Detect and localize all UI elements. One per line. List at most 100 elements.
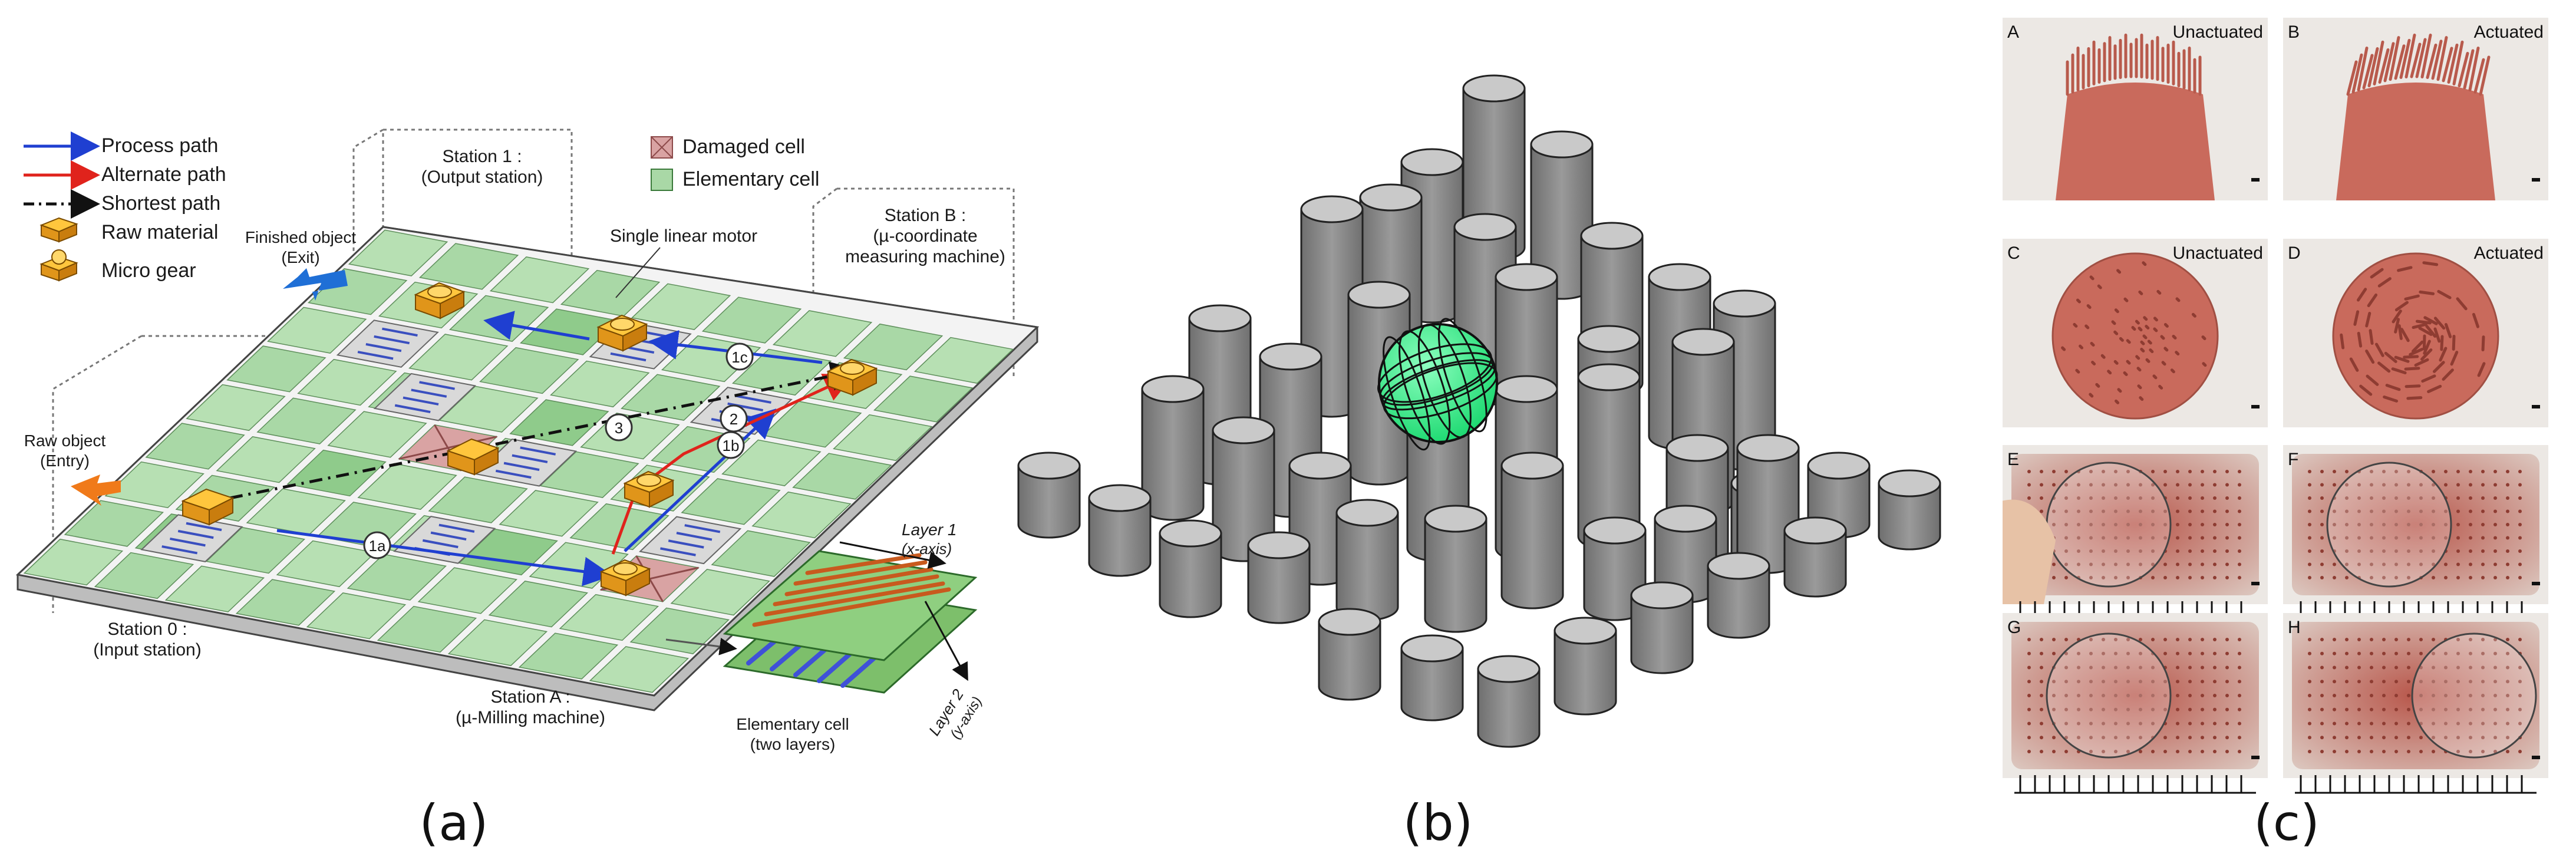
elementary-cell bbox=[256, 397, 357, 444]
elementary-cell bbox=[447, 619, 548, 666]
elementary-cell bbox=[297, 358, 397, 406]
path-marker-3: 3 bbox=[605, 413, 633, 441]
micro-gear-object bbox=[826, 358, 878, 396]
elementary-cell bbox=[267, 307, 367, 354]
station-a-subtitle: (µ-Milling machine) bbox=[456, 708, 605, 727]
elementary-cell bbox=[560, 269, 661, 317]
legend-elementary-label: Elementary cell bbox=[682, 168, 819, 190]
pillar bbox=[1088, 484, 1152, 577]
station-1-subtitle: (Output station) bbox=[421, 167, 543, 187]
station-0-subtitle: (Input station) bbox=[93, 640, 201, 660]
pillar bbox=[1212, 416, 1275, 562]
finished-object-sub: (Exit) bbox=[281, 248, 319, 266]
elementary-cell bbox=[843, 323, 944, 371]
svg-text:1a: 1a bbox=[369, 537, 386, 555]
pillar bbox=[1553, 617, 1617, 716]
elementary-cell bbox=[670, 569, 770, 616]
elementary-cell bbox=[762, 401, 862, 448]
panel-a: 1a 1b 1c 2 3 bbox=[15, 128, 1040, 852]
elementary-cell bbox=[772, 310, 873, 357]
elementary-cell bbox=[357, 463, 457, 510]
elementary-cell bbox=[589, 646, 690, 693]
station-b-line2: (µ-coordinate bbox=[873, 226, 977, 246]
layer1-label: Layer 1 bbox=[902, 520, 956, 539]
elementary-cell bbox=[873, 375, 974, 423]
elementary-cell bbox=[377, 605, 477, 653]
station-1-title: Station 1 : bbox=[442, 147, 522, 166]
elementary-cell bbox=[569, 503, 669, 551]
elementary-cell bbox=[559, 594, 659, 641]
micro-gear-object bbox=[623, 470, 675, 508]
pillar bbox=[1654, 505, 1717, 604]
photo-letter: C bbox=[2007, 243, 2020, 263]
elementary-cell bbox=[550, 360, 650, 408]
pillar bbox=[1400, 634, 1464, 721]
pillar bbox=[1630, 581, 1694, 674]
photo-letter: G bbox=[2007, 618, 2021, 637]
panel-c-caption: (c) bbox=[2254, 794, 2320, 852]
pillar bbox=[1247, 531, 1311, 624]
elementary-cell-icon bbox=[651, 169, 673, 191]
elementary-cell bbox=[64, 500, 164, 547]
photo-state-label: Actuated bbox=[2474, 243, 2544, 263]
cell-inset-label: Elementary cell bbox=[736, 715, 849, 733]
photo-c: C Unactuated bbox=[2003, 239, 2268, 427]
motor-blocks bbox=[140, 319, 793, 565]
linear-motor-block bbox=[336, 319, 439, 368]
elementary-cell bbox=[701, 296, 802, 344]
panel-a-caption: (a) bbox=[419, 794, 488, 852]
photo-e: E bbox=[2003, 445, 2268, 620]
legend: Process path Alternate path Shortest pat… bbox=[24, 131, 819, 282]
panel-b bbox=[1017, 74, 1941, 748]
legend-alternate-label: Alternate path bbox=[101, 163, 226, 186]
legend-raw-label: Raw material bbox=[101, 221, 218, 243]
legend-shortest-label: Shortest path bbox=[101, 192, 220, 215]
elementary-cell bbox=[428, 476, 528, 523]
elementary-cell bbox=[792, 453, 892, 500]
elementary-cell bbox=[499, 490, 599, 537]
legend-gear-label: Micro gear bbox=[101, 259, 196, 282]
photo-letter: B bbox=[2288, 22, 2300, 42]
finished-object-label: Finished object bbox=[245, 228, 357, 246]
layer1-sub: (x-axis) bbox=[902, 540, 952, 558]
elementary-cell bbox=[23, 538, 124, 586]
linear-motor-block bbox=[474, 438, 578, 487]
path-marker-1c: 1c bbox=[725, 342, 754, 371]
pillar bbox=[1318, 608, 1381, 701]
photo-b: B Actuated bbox=[2283, 18, 2548, 200]
raw-material-icon bbox=[39, 217, 78, 243]
linear-motor-block bbox=[393, 516, 496, 564]
alternate-path bbox=[611, 374, 855, 555]
micro-gear-object bbox=[414, 282, 466, 319]
elementary-cell bbox=[621, 374, 721, 421]
photo-state-label: Unactuated bbox=[2173, 243, 2263, 263]
pillar bbox=[1477, 655, 1541, 748]
single-motor-label: Single linear motor bbox=[610, 226, 757, 246]
micro-gear-object bbox=[596, 314, 648, 352]
pillar bbox=[1159, 519, 1222, 618]
photo-h: H bbox=[2283, 613, 2548, 794]
pillar bbox=[1141, 375, 1205, 521]
raw-material-center bbox=[446, 438, 500, 476]
raw-material-entry bbox=[181, 488, 235, 526]
elementary-cell bbox=[164, 565, 265, 612]
process-path-exit bbox=[483, 311, 590, 341]
pillar bbox=[1583, 516, 1647, 621]
elementary-cell bbox=[145, 423, 245, 470]
elementary-cell bbox=[316, 502, 417, 549]
pillar bbox=[1424, 505, 1487, 633]
svg-text:1b: 1b bbox=[723, 437, 740, 454]
raw-object-label: Raw object bbox=[24, 431, 106, 450]
elementary-cell bbox=[488, 581, 589, 628]
pillar bbox=[1707, 552, 1770, 639]
entry-arrow-icon bbox=[71, 475, 121, 506]
elementary-cell bbox=[833, 414, 933, 462]
elementary-cell bbox=[721, 439, 822, 486]
photo-state-label: Actuated bbox=[2474, 22, 2544, 42]
micro-gear-object bbox=[599, 559, 651, 597]
elementary-cell bbox=[509, 399, 609, 446]
linear-motor-block bbox=[639, 516, 742, 565]
elementary-cell bbox=[479, 347, 579, 394]
elementary-cell bbox=[418, 243, 519, 290]
